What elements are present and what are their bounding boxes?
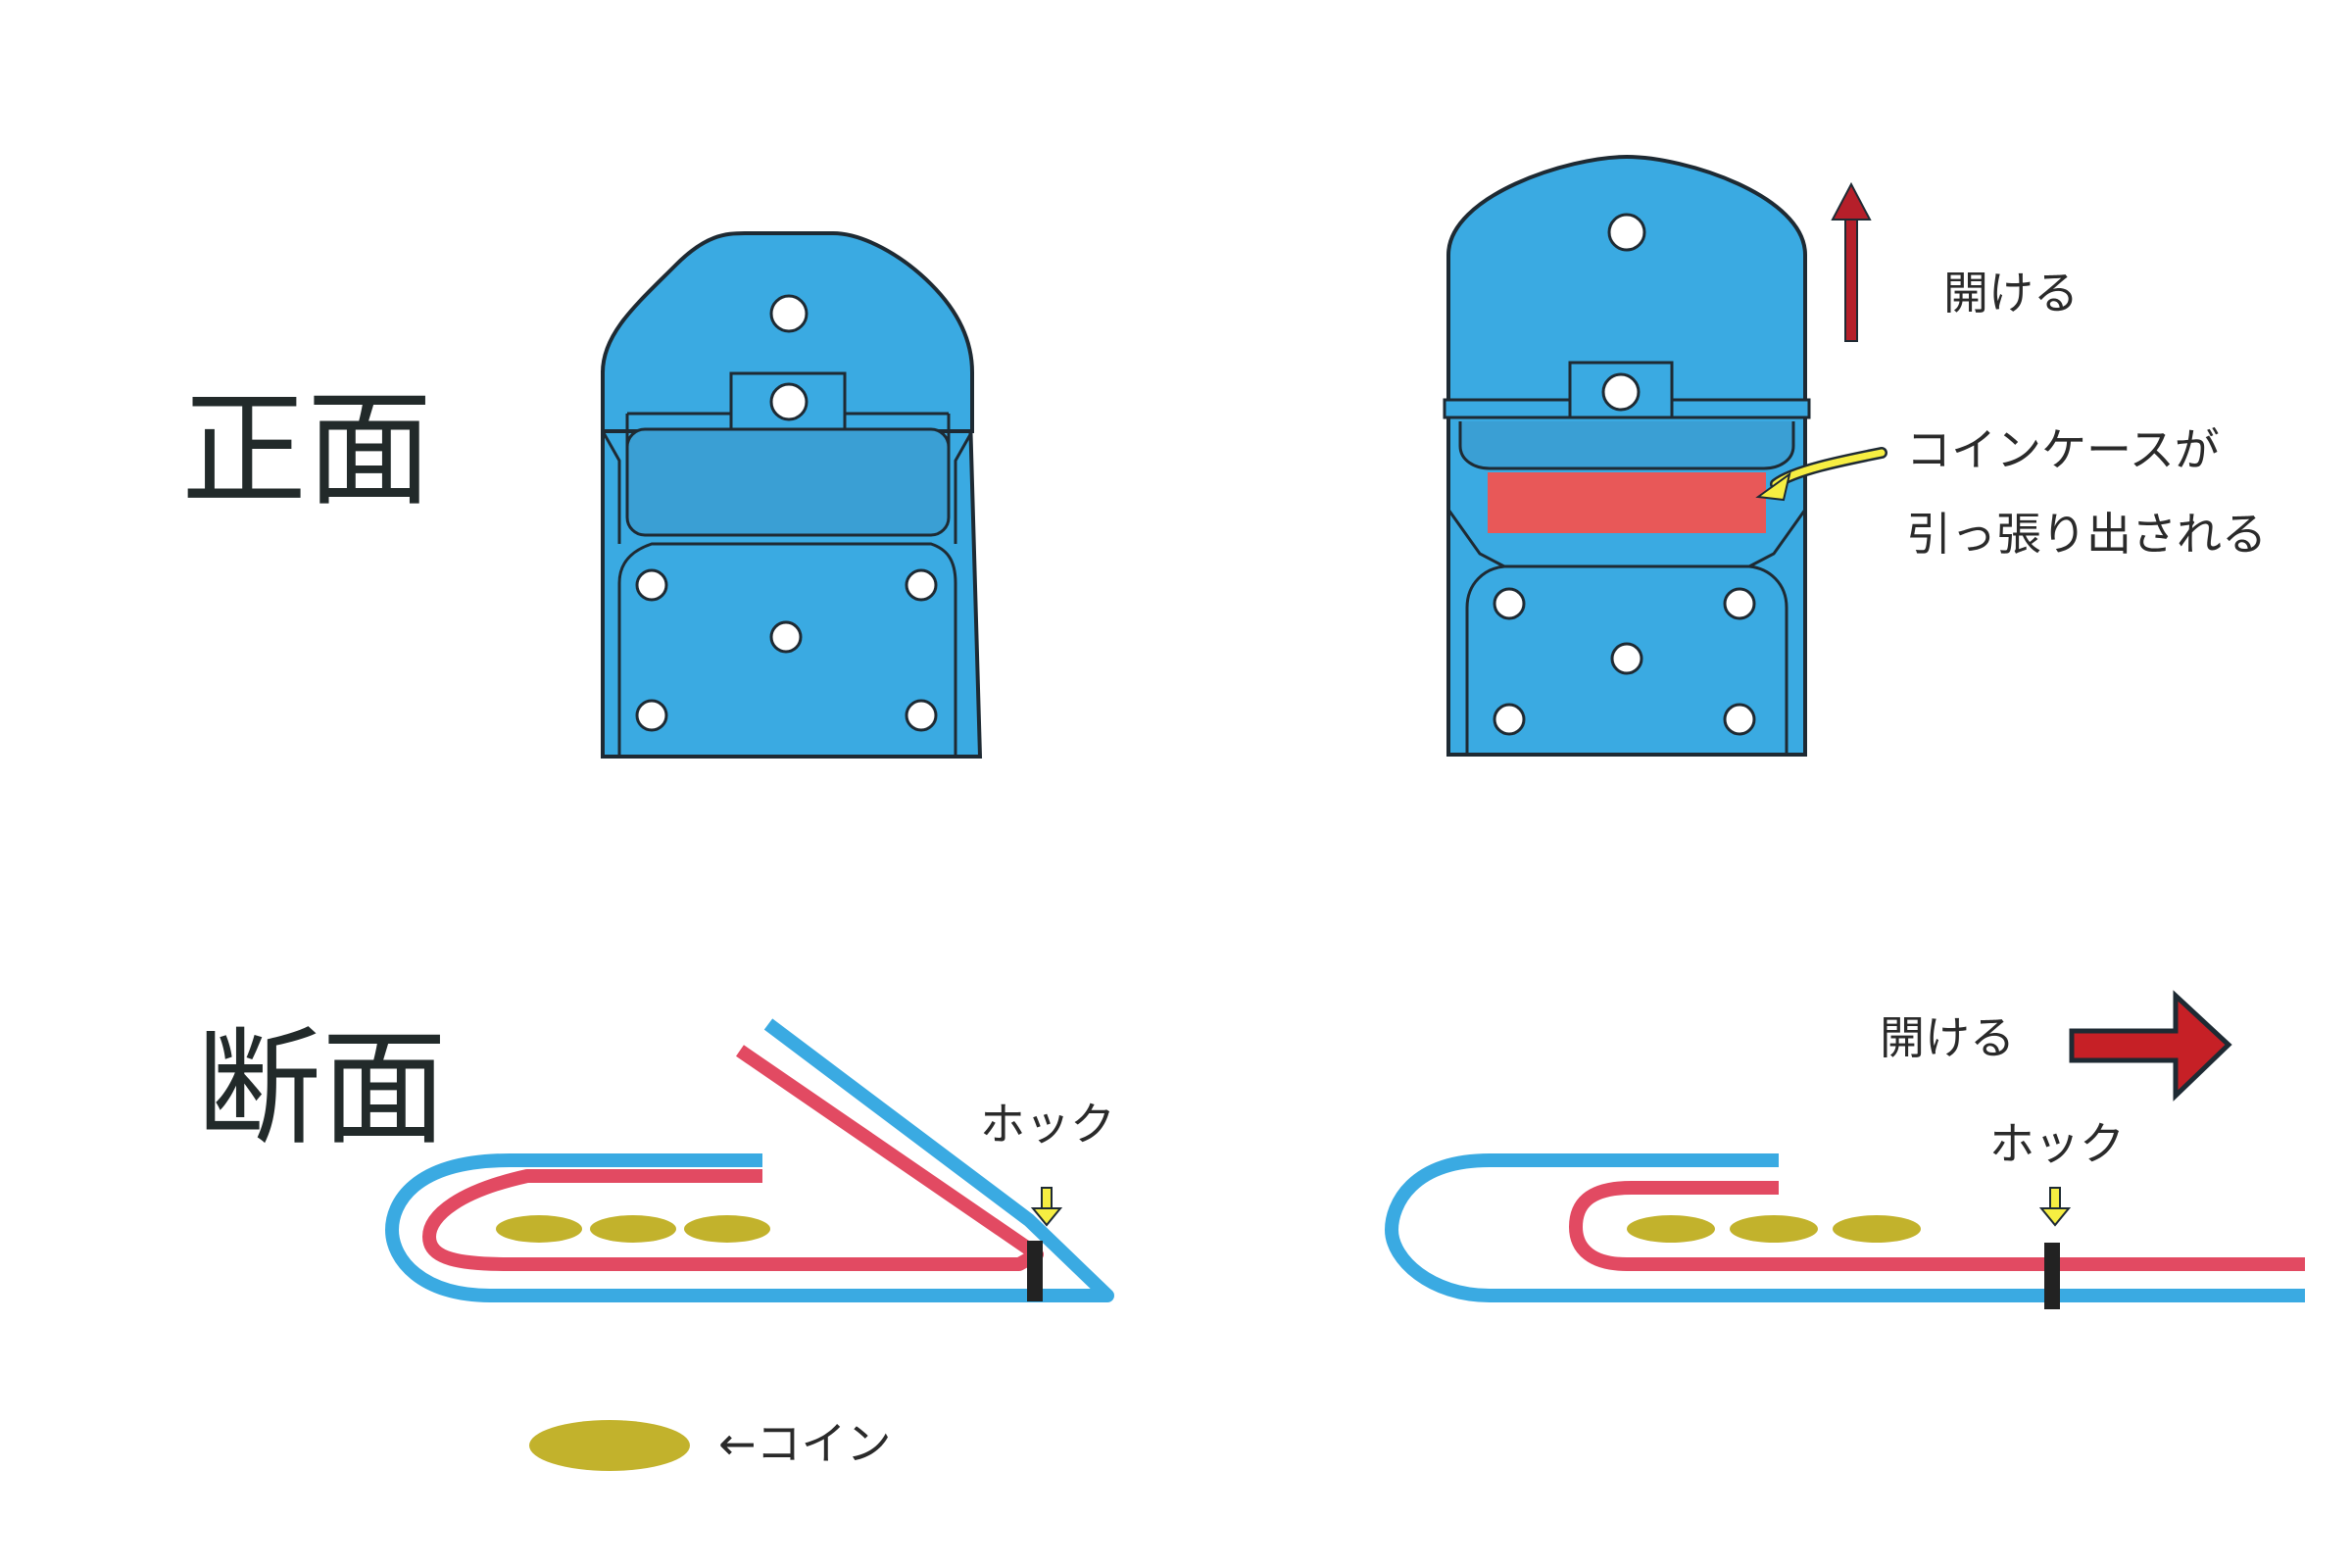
open-bottom-label: 開ける xyxy=(1880,1011,2015,1064)
hook-bar-left xyxy=(1027,1241,1043,1301)
coin xyxy=(496,1215,582,1243)
snap-dot xyxy=(635,568,668,602)
snap-dot xyxy=(635,699,668,732)
open-up-arrow xyxy=(1831,181,1872,342)
snap-dot xyxy=(1601,372,1641,412)
layer-red-inner xyxy=(422,1045,1044,1271)
open-top-label: 開ける xyxy=(1943,267,2079,319)
section-open xyxy=(1385,1153,2305,1309)
coin-case-shadow xyxy=(1488,533,1766,563)
snap-dot xyxy=(1493,587,1526,620)
snap-dot xyxy=(1493,703,1526,736)
wallet-front-open xyxy=(1443,154,1811,757)
snap-dot xyxy=(769,294,808,333)
coin xyxy=(1833,1215,1921,1243)
hook-label-right: ホック xyxy=(1989,1117,2125,1170)
front-view-label: 正面 xyxy=(181,377,433,523)
coin-case-pointer-arrow xyxy=(1755,447,1887,502)
wallet-closed-side-right xyxy=(954,430,974,544)
wallet-closed-side-left xyxy=(601,430,621,544)
open-right-arrow xyxy=(2069,990,2232,1102)
coin xyxy=(1627,1215,1715,1243)
snap-dot xyxy=(1610,642,1643,675)
wallet-closed-pocket xyxy=(625,427,951,537)
wallet-closed-lower-panel xyxy=(617,542,957,757)
snap-dot xyxy=(1723,587,1756,620)
coin xyxy=(590,1215,676,1243)
wallet-open-side-left xyxy=(1446,509,1505,568)
hook-pointer-left xyxy=(1030,1187,1063,1227)
coin-case-caption-line2: 引っ張り出される xyxy=(1906,508,2267,561)
section-closed xyxy=(385,1018,1114,1302)
section-view-label: 断面 xyxy=(196,1016,448,1162)
snap-dot xyxy=(769,382,808,421)
snap-dot xyxy=(1607,213,1646,252)
wallet-open-flap xyxy=(1446,154,1807,409)
legend-coin-label: ←コイン xyxy=(718,1417,892,1470)
legend-coin-swatch xyxy=(529,1420,690,1471)
layer-blue-outer-open xyxy=(1385,1153,2305,1302)
coin xyxy=(684,1215,770,1243)
coin xyxy=(1730,1215,1818,1243)
layer-blue-outer xyxy=(385,1018,1114,1302)
wallet-open-lower-panel xyxy=(1465,564,1788,755)
wallet-front-closed xyxy=(601,231,983,759)
coin-case-pulled xyxy=(1488,472,1766,533)
hook-pointer-right xyxy=(2038,1187,2072,1227)
hook-bar-right xyxy=(2044,1243,2060,1309)
layer-red-inner-open xyxy=(1569,1181,2305,1271)
coin-case-caption-line1: コインケースが xyxy=(1906,423,2220,476)
wallet-open-pocket-top xyxy=(1458,421,1795,470)
snap-dot xyxy=(1723,703,1756,736)
snap-dot xyxy=(769,620,803,654)
snap-dot xyxy=(905,568,938,602)
hook-label-left: ホック xyxy=(980,1098,1115,1151)
wallet-open-side-right xyxy=(1748,509,1807,568)
snap-dot xyxy=(905,699,938,732)
